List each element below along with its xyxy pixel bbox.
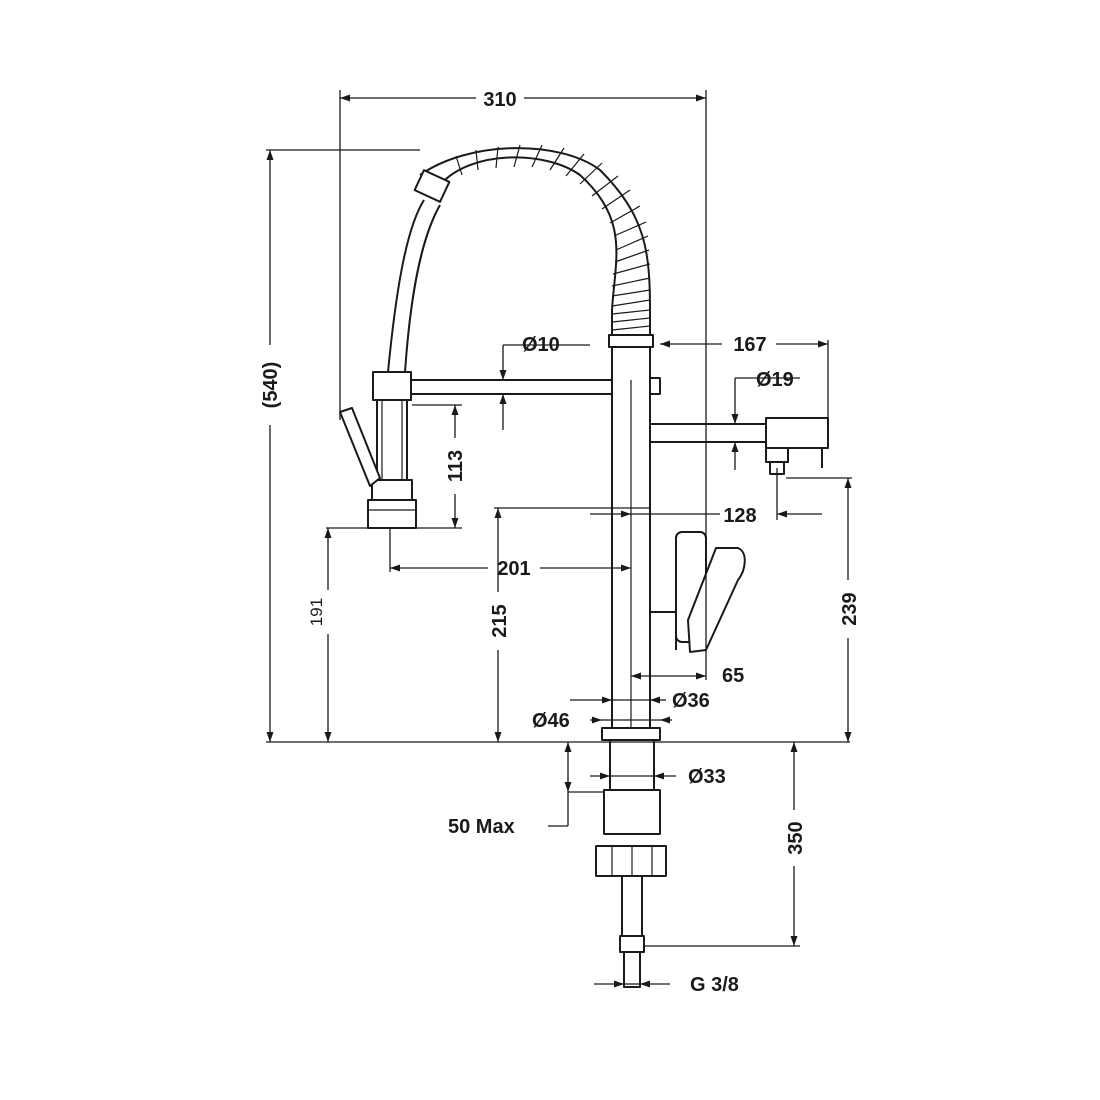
shank-assembly — [595, 739, 667, 988]
dim-191-label: 191 — [307, 598, 326, 626]
spray-hose — [387, 199, 441, 373]
dim-dia46: Ø46 — [532, 710, 672, 732]
column-collar — [608, 334, 654, 348]
dim-dia36: Ø36 — [570, 690, 710, 712]
dim-50max: 50 Max — [448, 742, 604, 838]
dim-215-label: 215 — [489, 604, 511, 637]
holder-arm — [649, 417, 829, 475]
spray-head — [339, 371, 417, 529]
coil-turns — [455, 144, 651, 331]
dim-191: 191 — [307, 527, 368, 742]
dim-310: 310 — [339, 86, 707, 680]
dim-167-label: 167 — [733, 334, 766, 356]
dim-128-label: 128 — [723, 505, 756, 527]
dim-dia36-label: Ø36 — [672, 690, 710, 712]
dim-dia19-label: Ø19 — [756, 369, 794, 391]
dim-201: 201 — [389, 528, 631, 580]
dim-dia46-label: Ø46 — [532, 710, 570, 732]
dim-239: 239 — [786, 477, 864, 742]
dim-dia10-label: Ø10 — [522, 334, 560, 356]
dim-dia10: Ø10 — [499, 334, 590, 430]
dim-350-label: 350 — [785, 821, 807, 854]
dim-350: 350 — [644, 742, 810, 947]
dim-dia33: Ø33 — [590, 766, 726, 788]
dim-201-label: 201 — [497, 558, 530, 580]
dim-215: 215 — [484, 507, 650, 742]
dim-65-label: 65 — [722, 665, 744, 687]
spring-coil — [413, 144, 651, 335]
dim-dia33-label: Ø33 — [688, 766, 726, 788]
mixer-lever — [649, 508, 746, 653]
faucet-body — [601, 334, 661, 741]
dim-540-label: (540) — [260, 362, 282, 409]
dim-128: 128 — [590, 468, 822, 527]
dim-310-label: 310 — [483, 89, 516, 111]
dim-50max-label: 50 Max — [448, 816, 515, 838]
dim-239-label: 239 — [839, 592, 861, 625]
dim-dia19: Ø19 — [731, 369, 800, 470]
dim-g38: G 3/8 — [594, 974, 739, 996]
dim-g38-label: G 3/8 — [690, 974, 739, 996]
dim-65: 65 — [631, 665, 744, 687]
dim-167: 167 — [660, 332, 829, 418]
dim-113: 113 — [412, 404, 470, 529]
dim-113-label: 113 — [445, 450, 467, 482]
base-flange — [601, 727, 661, 741]
dim-540: (540) — [256, 149, 420, 742]
